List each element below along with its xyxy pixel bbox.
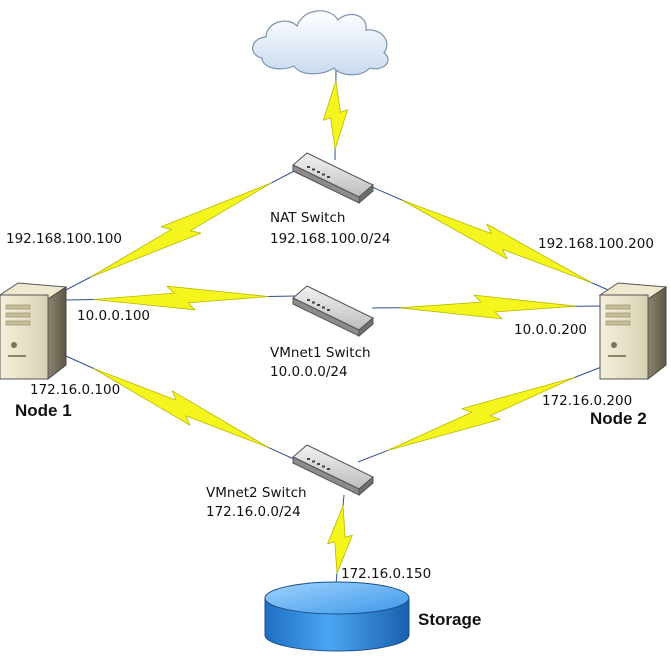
nat-switch-subnet: 192.168.100.0/24 xyxy=(270,231,391,247)
node1-server-icon xyxy=(0,282,68,381)
storage-disk-icon xyxy=(264,581,410,652)
nat-switch-name: NAT Switch xyxy=(270,210,345,226)
link-node1-nat-bolt-icon xyxy=(90,182,272,278)
link-node1-vmnet2-bolt-icon xyxy=(93,368,269,448)
lightning-bolts xyxy=(90,80,593,574)
vmnet1-switch-icon xyxy=(292,285,374,338)
node2-vmnet2-ip: 172.16.0.200 xyxy=(542,393,632,409)
storage-ip: 172.16.0.150 xyxy=(341,566,431,582)
node2-nat-ip: 192.168.100.200 xyxy=(538,236,654,252)
vmnet2-switch-subnet: 172.16.0.0/24 xyxy=(206,504,301,520)
node1-vmnet1-ip: 10.0.0.100 xyxy=(77,308,150,324)
node1-vmnet2-ip: 172.16.0.100 xyxy=(30,382,120,398)
vmnet2-switch-icon xyxy=(292,444,374,497)
storage-label: Storage xyxy=(418,610,481,629)
nat-switch-icon xyxy=(292,152,374,205)
link-vmnet2-storage-bolt-icon xyxy=(327,505,353,574)
vmnet1-switch-name: VMnet1 Switch xyxy=(270,345,371,361)
internet-cloud-icon xyxy=(252,10,389,76)
link-node1-vmnet1-bolt-icon xyxy=(93,285,269,311)
node1-label: Node 1 xyxy=(15,401,72,420)
node1-nat-ip: 192.168.100.100 xyxy=(6,231,122,247)
vmnet1-switch-subnet: 10.0.0.0/24 xyxy=(270,364,348,380)
vmnet2-switch-name: VMnet2 Switch xyxy=(206,485,307,501)
node2-vmnet1-ip: 10.0.0.200 xyxy=(514,322,587,338)
node2-server-icon xyxy=(598,282,668,381)
link-node2-vmnet2-bolt-icon xyxy=(387,377,575,451)
link-cloud-nat-bolt-icon xyxy=(322,80,349,150)
link-node2-vmnet1-bolt-icon xyxy=(399,294,577,320)
link-node2-nat-bolt-icon xyxy=(401,199,593,284)
node2-label: Node 2 xyxy=(590,409,647,428)
